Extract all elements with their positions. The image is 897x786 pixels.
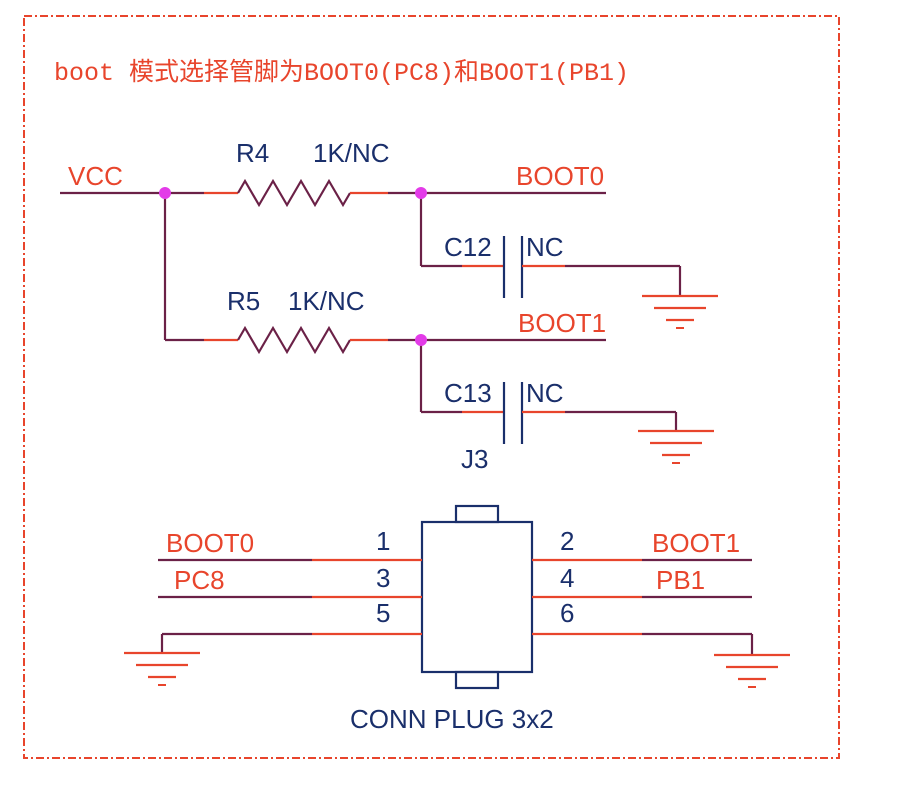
j3-ref-label: J3	[461, 444, 488, 474]
pin-number: 6	[560, 598, 574, 628]
vcc-net: VCC	[60, 161, 165, 195]
pin-number: 2	[560, 526, 574, 556]
mode-note-text: boot 模式选择管脚为BOOT0(PC8)和BOOT1(PB1)	[54, 58, 629, 88]
ground-symbol	[642, 294, 718, 329]
c12-ref-label: C12	[444, 232, 492, 262]
pin-net-label: PC8	[174, 565, 225, 595]
pin-net-label: BOOT0	[166, 528, 254, 558]
pin-net-label: PB1	[656, 565, 705, 595]
j3-value-label: CONN PLUG 3x2	[350, 704, 554, 734]
r5-ref-label: R5	[227, 286, 260, 316]
capacitor-c12: C12 NC	[419, 193, 682, 298]
c12-value-label: NC	[526, 232, 564, 262]
boot1-net: BOOT1	[421, 308, 606, 342]
boot0-net: BOOT0	[421, 161, 606, 195]
pin-number: 5	[376, 598, 390, 628]
vcc-label: VCC	[68, 161, 123, 191]
resistor-r5: R5 1K/NC	[165, 286, 421, 355]
pin-net-label: BOOT1	[652, 528, 740, 558]
boot1-net-label: BOOT1	[518, 308, 606, 338]
c13-ref-label: C13	[444, 378, 492, 408]
c13-value-label: NC	[526, 378, 564, 408]
junction-dot	[415, 334, 427, 346]
boot0-net-label: BOOT0	[516, 161, 604, 191]
ground-symbol	[638, 429, 714, 464]
resistor-r4: R4 1K/NC	[165, 138, 421, 208]
ground-symbol	[714, 653, 790, 688]
pin-number: 4	[560, 563, 574, 593]
pin-number: 1	[376, 526, 390, 556]
r5-value-label: 1K/NC	[288, 286, 365, 316]
ground-symbol	[124, 651, 200, 686]
junction-dot	[159, 187, 171, 199]
capacitor-c13: C13 NC	[419, 340, 678, 444]
sheet-border	[23, 15, 840, 759]
r4-value-label: 1K/NC	[313, 138, 390, 168]
connector-j3: 1 2 3 4 5 6 BOOT0 BOOT1 PC8 PB1 CONN PLU…	[158, 504, 754, 734]
pin-number: 3	[376, 563, 390, 593]
junction-dot	[415, 187, 427, 199]
r4-ref-label: R4	[236, 138, 269, 168]
